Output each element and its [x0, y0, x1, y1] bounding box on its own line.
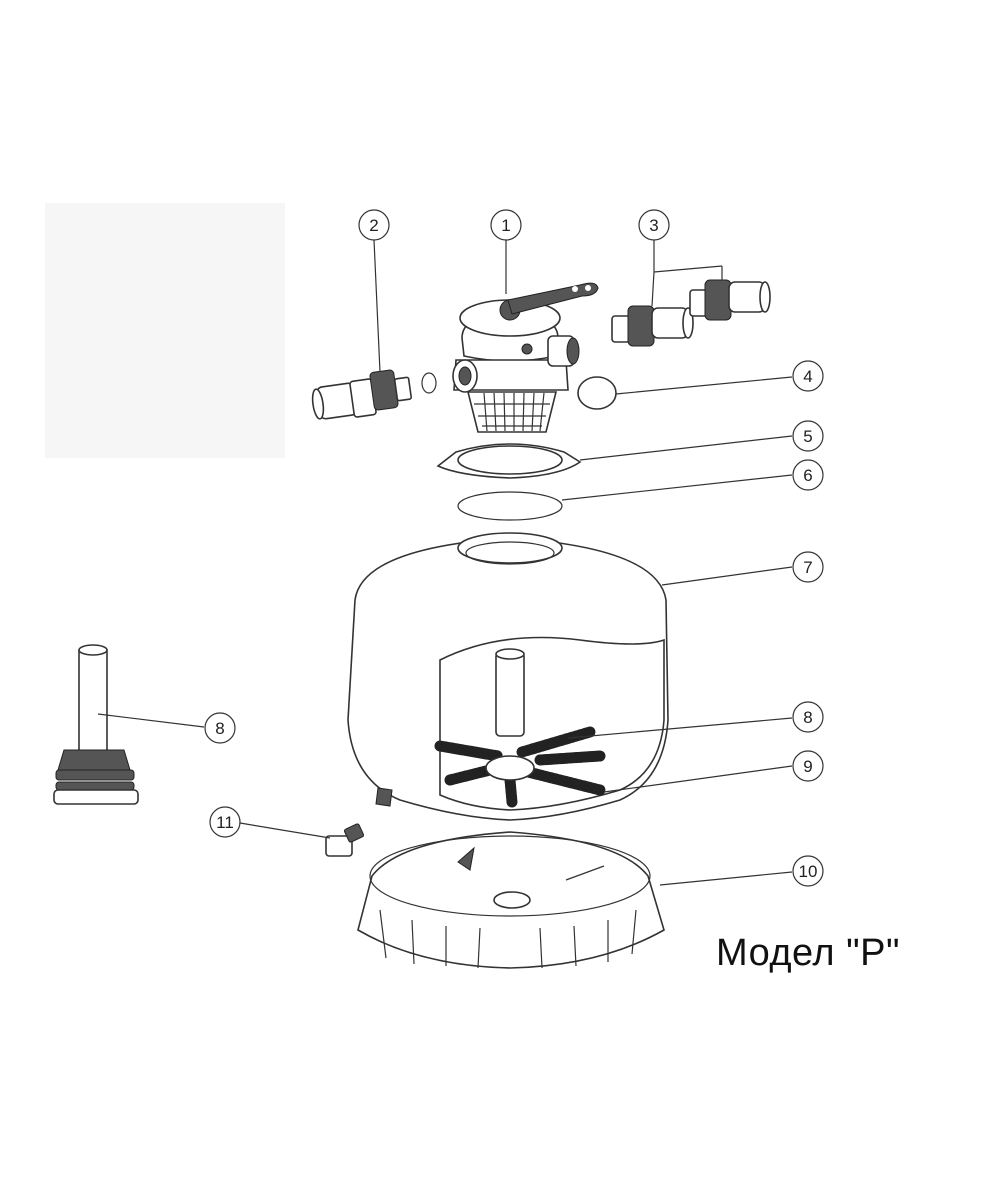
- callout-8-laterals: 8: [792, 701, 824, 733]
- part-base: [357, 831, 665, 969]
- callout-1: 1: [490, 209, 522, 241]
- callout-number: 5: [803, 427, 812, 446]
- callout-7: 7: [792, 551, 824, 583]
- model-label: Модел "P": [716, 932, 900, 974]
- callout-10: 10: [792, 855, 824, 887]
- callout-number: 8: [215, 719, 224, 738]
- callout-number: 11: [216, 813, 234, 832]
- callout-11: 11: [209, 806, 241, 838]
- callout-4: 4: [792, 360, 824, 392]
- part-union-outlets: [611, 279, 771, 347]
- callout-number: 7: [803, 558, 812, 577]
- part-laterals: [434, 648, 606, 808]
- part-plug: [577, 376, 617, 410]
- callout-9: 9: [792, 750, 824, 782]
- callout-number: 3: [649, 216, 658, 235]
- part-standpipe: [53, 644, 139, 805]
- part-multiport-valve: [452, 282, 599, 433]
- callout-6: 6: [792, 459, 824, 491]
- part-o-ring: [457, 491, 563, 521]
- callout-8-standpipe: 8: [204, 712, 236, 744]
- callout-number: 9: [803, 757, 812, 776]
- part-union-inlet: [311, 369, 437, 420]
- callout-number: 6: [803, 466, 812, 485]
- callout-number: 4: [803, 367, 812, 386]
- callout-3: 3: [638, 209, 670, 241]
- callout-number: 2: [369, 216, 378, 235]
- part-clamp-ring: [436, 443, 582, 479]
- callout-number: 8: [803, 708, 812, 727]
- callout-number: 10: [799, 862, 818, 881]
- part-drain-plug: [325, 823, 365, 857]
- leader-lines: [97, 239, 793, 886]
- background-panel: [45, 203, 285, 458]
- callout-2: 2: [358, 209, 390, 241]
- callout-number: 1: [501, 216, 510, 235]
- callout-5: 5: [792, 420, 824, 452]
